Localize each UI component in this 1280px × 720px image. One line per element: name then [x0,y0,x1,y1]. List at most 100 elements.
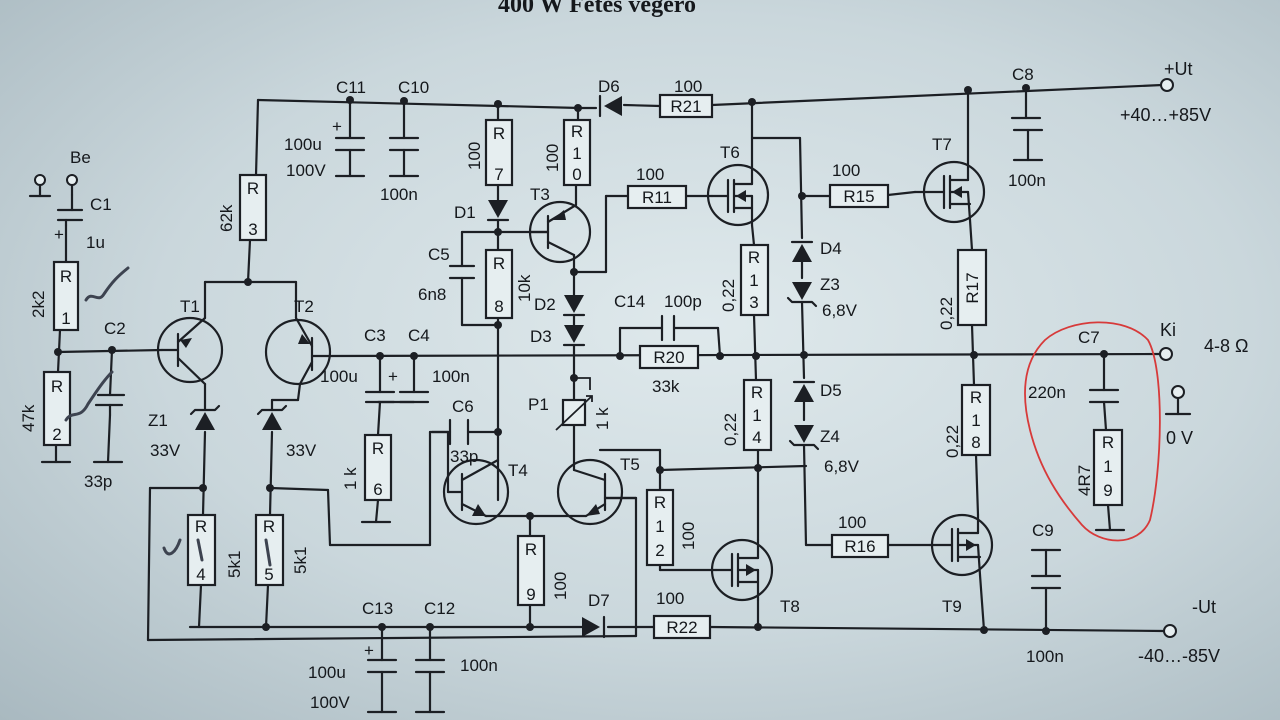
c2-name: C2 [104,319,126,338]
transistor-t3 [528,200,592,264]
diode-d4 [792,244,812,262]
r10-letter: R [571,122,583,141]
p1-wiper-arrow [555,395,593,431]
r7-letter: R [493,124,505,143]
c6-name: C6 [452,397,474,416]
r12-value: 100 [679,522,698,550]
r13-letter: R [748,248,760,267]
t6-name: T6 [720,143,740,162]
t1-name: T1 [180,297,200,316]
c13-plus: + [364,641,374,660]
r5-value: 5k1 [291,547,310,574]
c10-value: 100n [380,185,418,204]
c3-name: C3 [364,326,386,345]
terminals [28,78,1192,638]
z4-value: 6,8V [824,457,860,476]
output-label: Ki [1160,320,1176,340]
r17-label: R17 [963,272,982,303]
junction-dots [54,84,1108,635]
resistor-r21 [658,93,714,119]
transistors [156,160,994,602]
ground-terminal [1171,385,1185,399]
r13-value: 0,22 [719,279,738,312]
minus-supply-terminal [1163,624,1177,638]
resistor-r4 [186,513,217,587]
d6-name: D6 [598,77,620,96]
minus-supply-label: -Ut [1192,597,1216,617]
resistor-r19 [1092,428,1124,507]
r3-number: 3 [248,220,257,239]
pen-check-mark-3 [162,538,182,556]
r21-name: R21 [670,97,701,116]
c8-name: C8 [1012,65,1034,84]
c11-name: C11 [336,78,366,97]
diode-d3 [564,325,584,343]
resistor-r6 [363,433,393,502]
r2-number: 2 [52,425,61,444]
r21-value: 100 [674,77,702,96]
r6-value: 1 k [341,467,360,490]
output-terminal [1159,347,1173,361]
r9-letter: R [525,540,537,559]
r12-digit-1: 1 [655,517,664,536]
t9-name: T9 [942,597,962,616]
c14-value: 100p [664,292,702,311]
z3-name: Z3 [820,275,840,294]
r5-number: 5 [264,565,273,584]
r7-number: 7 [494,165,503,184]
resistor-r20 [638,344,700,370]
input-ground-terminal [34,174,46,186]
r20-value: 33k [652,377,680,396]
zener-z2 [262,412,282,430]
c9-name: C9 [1032,521,1054,540]
labels: +Ut +40…+85V -Ut -40…-85V Ki 4-8 Ω 0 V B… [19,59,1248,712]
plus-supply-terminal [1160,78,1174,92]
r12-digit-2: 2 [655,541,664,560]
d2-name: D2 [534,295,556,314]
diodes [189,94,820,639]
t7-name: T7 [932,135,952,154]
c11-voltage: 100V [286,161,326,180]
resistor-r13 [739,243,770,317]
r4-value: 5k1 [225,551,244,578]
r13-digit-1: 1 [749,271,758,290]
c12-value: 100n [460,656,498,675]
r9-value: 100 [551,572,570,600]
c14-name: C14 [614,292,645,311]
r18-value: 0,22 [943,425,962,458]
r1-number: 1 [61,309,70,328]
r22-name: R22 [666,618,697,637]
r8-value: 10k [515,274,534,302]
c11-value: 100u [284,135,322,154]
r6-letter: R [372,439,384,458]
r22-value: 100 [656,589,684,608]
zener-z1 [195,412,215,430]
zener-z3 [792,282,812,300]
t3-name: T3 [530,185,550,204]
p1-value: 1 k [593,407,612,430]
transistor-t7 [913,160,986,224]
plus-supply-range: +40…+85V [1120,105,1211,125]
resistor-r16 [830,533,890,559]
r19-value: 4R7 [1075,465,1094,496]
handwritten-marks [64,266,272,567]
transistor-t4 [442,430,510,526]
resistor-r7 [484,118,514,187]
c3-plus: + [388,367,398,386]
r10-value: 100 [543,144,562,172]
diode-d2 [564,295,584,313]
resistor-r2 [42,370,72,447]
transistor-t5 [556,458,638,526]
resistor-r11 [626,184,688,210]
c1-value: 1u [86,233,105,252]
minus-supply-range: -40…-85V [1138,646,1220,666]
r4-letter: R [195,517,207,536]
r6-number: 6 [373,480,382,499]
c6-value: 33p [450,447,478,466]
c13-name: C13 [362,599,393,618]
transistor-t8 [710,538,774,602]
diode-d1 [488,200,508,218]
c10-name: C10 [398,78,429,97]
